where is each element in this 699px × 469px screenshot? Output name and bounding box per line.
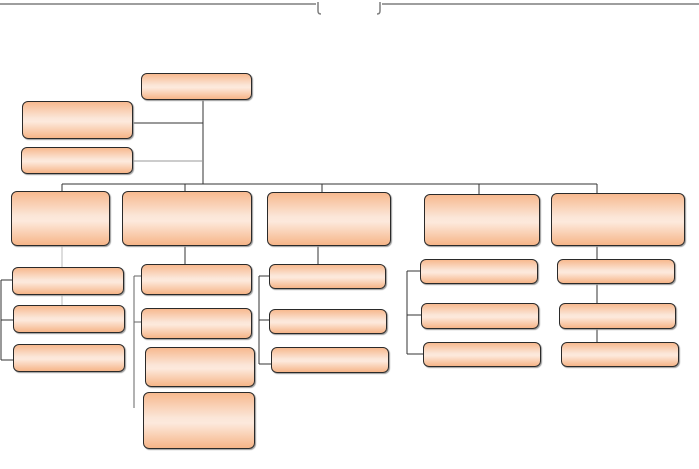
org-node-c2[interactable] (269, 309, 387, 334)
org-node-b4[interactable] (143, 392, 255, 449)
org-node-dept-b[interactable] (122, 191, 252, 246)
col-a-bracket (0, 279, 13, 361)
level2-bus (61, 183, 598, 194)
header-frame (0, 2, 699, 15)
org-node-d2[interactable] (421, 303, 539, 329)
org-node-dept-c[interactable] (267, 192, 391, 246)
org-node-a1[interactable] (12, 267, 124, 295)
org-node-d1[interactable] (420, 259, 538, 284)
org-node-e3[interactable] (561, 342, 679, 367)
org-node-assistant-2[interactable] (21, 147, 133, 174)
org-node-c1[interactable] (269, 264, 386, 289)
org-node-assistant-1[interactable] (22, 101, 133, 139)
org-node-c3[interactable] (271, 347, 389, 373)
col-c-bracket (258, 275, 271, 365)
org-node-dept-e[interactable] (551, 193, 685, 246)
org-node-dept-a[interactable] (11, 191, 110, 246)
org-node-root[interactable] (141, 73, 252, 100)
org-node-b3[interactable] (145, 347, 255, 387)
org-node-a3[interactable] (13, 344, 125, 372)
org-node-dept-d[interactable] (424, 194, 540, 246)
org-node-e1[interactable] (557, 259, 675, 284)
col-d-bracket (406, 270, 423, 355)
org-node-e2[interactable] (559, 303, 676, 329)
org-node-a2[interactable] (13, 305, 125, 333)
org-node-b2[interactable] (141, 308, 252, 339)
org-node-d3[interactable] (423, 342, 541, 367)
org-node-b1[interactable] (141, 264, 252, 295)
col-b-bracket (133, 275, 141, 408)
